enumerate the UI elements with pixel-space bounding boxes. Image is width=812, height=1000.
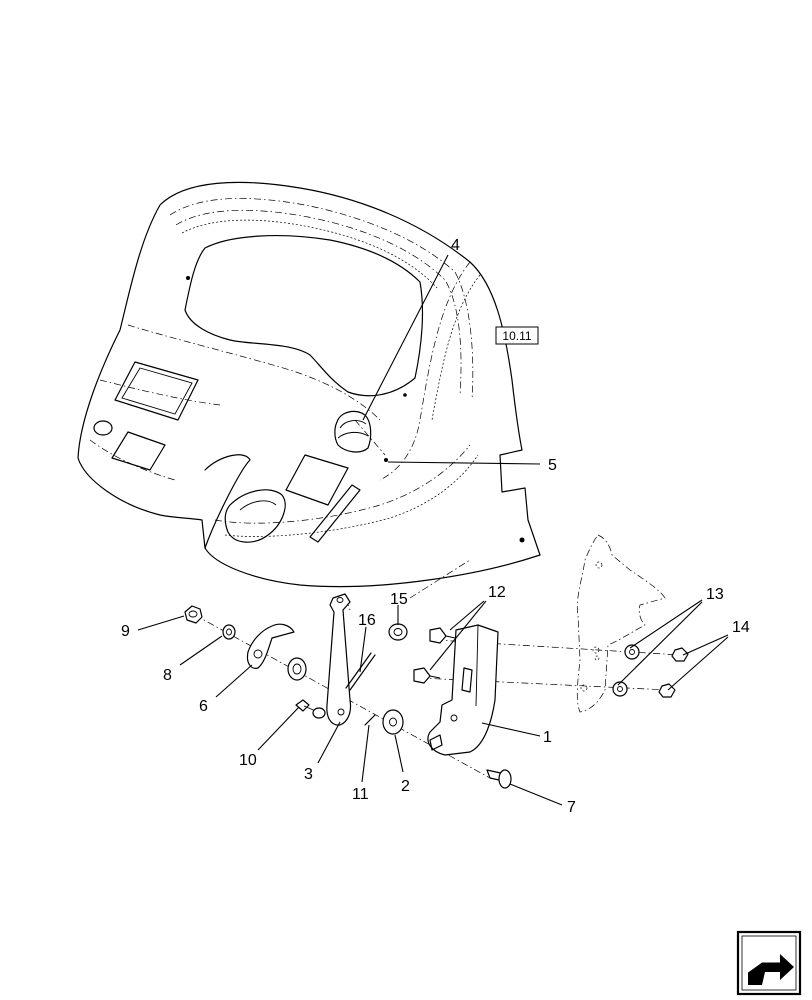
callout-13: 13 — [706, 586, 724, 603]
washer-part-2 — [382, 709, 404, 735]
callout-11: 11 — [352, 786, 369, 803]
callout-14: 14 — [732, 619, 750, 636]
bolt-part-12a — [429, 627, 456, 644]
bracket-part-1 — [427, 624, 499, 756]
lever-part-3 — [326, 593, 376, 726]
callout-5: 5 — [548, 457, 557, 474]
hardware-parts — [184, 605, 689, 789]
callout-3: 3 — [304, 766, 313, 783]
pin-part-11 — [364, 714, 376, 726]
callout-16: 16 — [358, 612, 376, 629]
side-bracket — [576, 534, 666, 713]
nut-part-9 — [184, 605, 203, 624]
reference-box[interactable]: 10.11 — [495, 326, 539, 345]
leader-lines — [137, 254, 729, 806]
instrument-panel — [77, 181, 541, 588]
callout-labels: 4 5 12 15 16 13 14 9 8 6 10 3 11 2 1 7 — [121, 237, 750, 816]
callout-10: 10 — [239, 752, 257, 769]
callout-2: 2 — [401, 778, 410, 795]
washer-part-13b — [612, 681, 628, 697]
washer-part-15 — [388, 623, 408, 641]
callout-6: 6 — [199, 698, 208, 715]
knob-part-4 — [334, 410, 372, 453]
callout-8: 8 — [163, 667, 172, 684]
next-page-arrow-icon[interactable] — [736, 930, 802, 996]
pin-part-7 — [486, 769, 512, 789]
callout-9: 9 — [121, 623, 130, 640]
callout-1: 1 — [543, 729, 552, 746]
plate-part-6 — [246, 623, 295, 669]
washer-part-8 — [222, 624, 236, 640]
callout-15: 15 — [390, 591, 408, 608]
washer-part-6b — [287, 657, 307, 681]
callout-7: 7 — [567, 799, 576, 816]
reference-box-label: 10.11 — [502, 329, 531, 343]
nut-part-14a — [671, 647, 689, 662]
callout-4: 4 — [451, 237, 460, 254]
rod-part-16 — [349, 654, 376, 691]
callout-12: 12 — [488, 584, 506, 601]
washer-part-13a — [624, 644, 640, 660]
bolt-part-12b — [413, 667, 441, 684]
